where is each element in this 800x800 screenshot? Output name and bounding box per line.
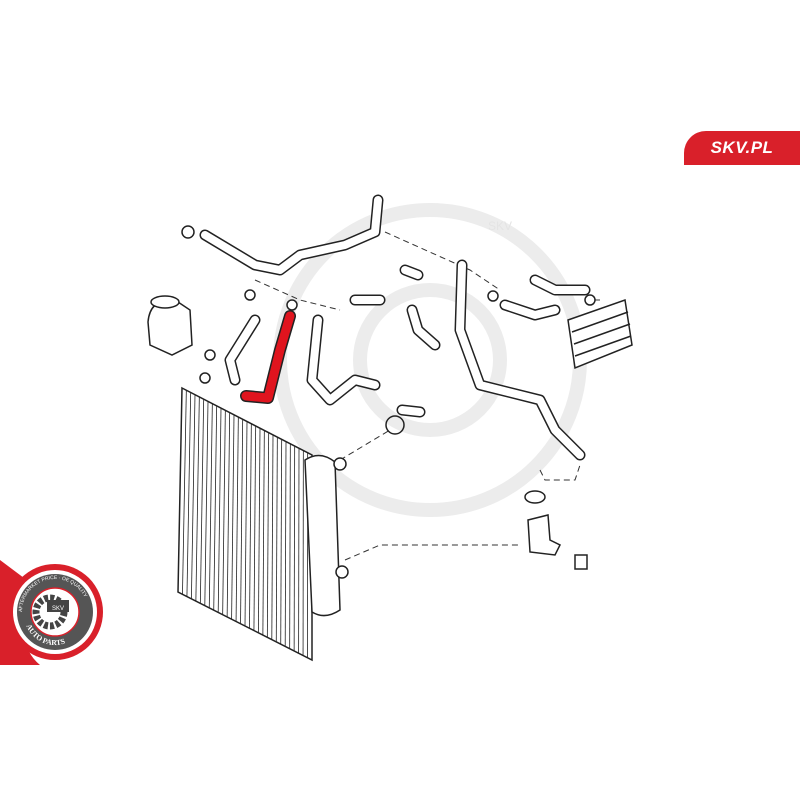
radiator-fin <box>271 434 274 640</box>
radiator-fin <box>262 430 265 636</box>
radiator-fin <box>253 425 257 631</box>
radiator-fin <box>204 401 209 606</box>
radiator-fin <box>222 410 226 615</box>
radiator-fin <box>258 428 261 633</box>
radiator-fin <box>186 392 192 597</box>
radiator <box>177 386 349 662</box>
radiator-fin <box>289 443 291 649</box>
radiator-fin <box>199 399 205 604</box>
radiator-fin <box>231 414 235 620</box>
badge-center-text: SKV <box>52 606 64 612</box>
radiator-fin <box>217 408 222 613</box>
radiator-fin <box>213 405 218 611</box>
radiator-fin <box>191 394 196 599</box>
radiator-fin <box>226 412 231 617</box>
radiator-fin <box>208 403 213 608</box>
radiator-fin <box>195 396 200 602</box>
radiator-fin <box>293 446 296 651</box>
radiator-fin <box>266 432 270 638</box>
watermark-text: SKV <box>488 219 512 233</box>
brand-site-label[interactable]: SKV.PL <box>684 131 800 165</box>
radiator-fin <box>240 419 244 624</box>
radiator-fin <box>244 421 248 627</box>
expansion-tank <box>147 295 193 356</box>
radiator-fin <box>235 417 239 622</box>
radiator-fin <box>182 390 187 595</box>
radiator-fin <box>275 437 278 642</box>
oil-cooler <box>567 298 633 370</box>
radiator-fin <box>280 439 283 645</box>
coolant-flange <box>181 225 596 570</box>
radiator-fin <box>284 441 287 647</box>
radiator-fin <box>249 423 252 629</box>
